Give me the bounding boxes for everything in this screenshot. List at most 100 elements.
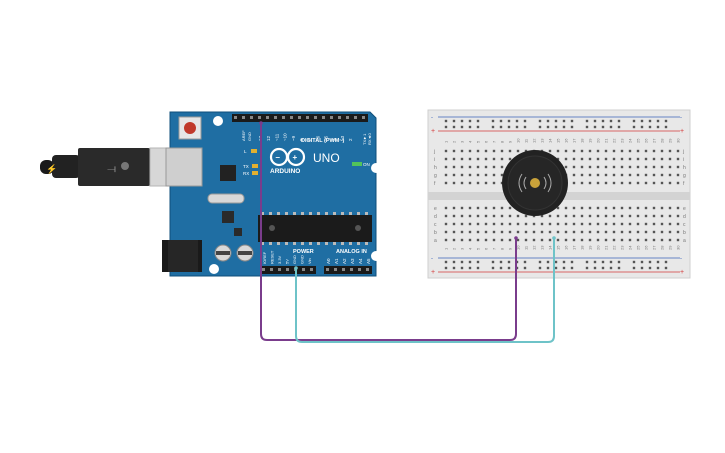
breadboard-hole[interactable]	[444, 173, 448, 177]
header-pin[interactable]	[278, 268, 281, 271]
breadboard-hole[interactable]	[648, 260, 652, 264]
breadboard-hole[interactable]	[564, 149, 568, 153]
breadboard-hole[interactable]	[540, 214, 544, 218]
breadboard-hole[interactable]	[664, 119, 668, 123]
breadboard-hole[interactable]	[492, 238, 496, 242]
breadboard-hole[interactable]	[668, 238, 672, 242]
header-pin[interactable]	[346, 116, 349, 119]
breadboard-hole[interactable]	[660, 214, 664, 218]
header-pin[interactable]	[362, 116, 365, 119]
breadboard-hole[interactable]	[580, 238, 584, 242]
breadboard-hole[interactable]	[492, 157, 496, 161]
breadboard-hole[interactable]	[601, 125, 605, 129]
header-pin[interactable]	[310, 268, 313, 271]
breadboard-hole[interactable]	[644, 173, 648, 177]
breadboard-hole[interactable]	[540, 238, 544, 242]
breadboard-hole[interactable]	[612, 214, 616, 218]
breadboard-hole[interactable]	[652, 181, 656, 185]
breadboard-hole[interactable]	[476, 266, 480, 270]
breadboard-hole[interactable]	[516, 238, 520, 242]
breadboard-hole[interactable]	[476, 222, 480, 226]
breadboard-hole[interactable]	[500, 238, 504, 242]
breadboard-hole[interactable]	[476, 230, 480, 234]
header-pin[interactable]	[338, 116, 341, 119]
breadboard-hole[interactable]	[468, 260, 472, 264]
breadboard-hole[interactable]	[460, 157, 464, 161]
breadboard-hole[interactable]	[460, 230, 464, 234]
breadboard-hole[interactable]	[556, 222, 560, 226]
header-pin[interactable]	[342, 268, 345, 271]
breadboard-hole[interactable]	[585, 125, 589, 129]
breadboard-hole[interactable]	[628, 149, 632, 153]
breadboard-hole[interactable]	[468, 173, 472, 177]
breadboard-hole[interactable]	[660, 165, 664, 169]
header-pin[interactable]	[270, 268, 273, 271]
breadboard-hole[interactable]	[468, 119, 472, 123]
breadboard-hole[interactable]	[468, 266, 472, 270]
header-pin[interactable]	[358, 268, 361, 271]
breadboard-hole[interactable]	[554, 266, 558, 270]
breadboard-hole[interactable]	[580, 214, 584, 218]
breadboard-hole[interactable]	[500, 222, 504, 226]
breadboard-hole[interactable]	[556, 157, 560, 161]
header-pin[interactable]	[286, 268, 289, 271]
breadboard-hole[interactable]	[660, 222, 664, 226]
breadboard-hole[interactable]	[500, 173, 504, 177]
breadboard-hole[interactable]	[580, 222, 584, 226]
breadboard-hole[interactable]	[636, 222, 640, 226]
breadboard-hole[interactable]	[452, 206, 456, 210]
breadboard-hole[interactable]	[538, 266, 542, 270]
breadboard-hole[interactable]	[596, 181, 600, 185]
breadboard-hole[interactable]	[564, 222, 568, 226]
breadboard-hole[interactable]	[492, 222, 496, 226]
breadboard-hole[interactable]	[644, 165, 648, 169]
breadboard-hole[interactable]	[660, 149, 664, 153]
breadboard-hole[interactable]	[516, 222, 520, 226]
breadboard-hole[interactable]	[580, 149, 584, 153]
breadboard-hole[interactable]	[556, 238, 560, 242]
breadboard-hole[interactable]	[491, 119, 495, 123]
breadboard-hole[interactable]	[468, 181, 472, 185]
breadboard-hole[interactable]	[562, 260, 566, 264]
header-pin[interactable]	[334, 268, 337, 271]
breadboard-hole[interactable]	[652, 173, 656, 177]
breadboard-hole[interactable]	[516, 230, 520, 234]
breadboard-hole[interactable]	[668, 149, 672, 153]
breadboard-hole[interactable]	[532, 238, 536, 242]
breadboard-hole[interactable]	[444, 266, 448, 270]
breadboard-hole[interactable]	[668, 206, 672, 210]
breadboard-hole[interactable]	[580, 230, 584, 234]
breadboard-hole[interactable]	[468, 238, 472, 242]
breadboard-hole[interactable]	[617, 266, 621, 270]
breadboard-hole[interactable]	[572, 206, 576, 210]
breadboard-hole[interactable]	[484, 230, 488, 234]
breadboard-hole[interactable]	[640, 119, 644, 123]
breadboard-hole[interactable]	[612, 149, 616, 153]
breadboard-hole[interactable]	[444, 222, 448, 226]
breadboard-hole[interactable]	[564, 230, 568, 234]
breadboard-hole[interactable]	[444, 181, 448, 185]
breadboard-hole[interactable]	[585, 260, 589, 264]
breadboard-hole[interactable]	[532, 230, 536, 234]
breadboard-hole[interactable]	[596, 238, 600, 242]
breadboard-hole[interactable]	[636, 214, 640, 218]
breadboard-hole[interactable]	[500, 157, 504, 161]
breadboard-hole[interactable]	[508, 230, 512, 234]
breadboard-hole[interactable]	[570, 119, 574, 123]
breadboard-hole[interactable]	[444, 214, 448, 218]
breadboard-hole[interactable]	[548, 230, 552, 234]
breadboard-hole[interactable]	[548, 222, 552, 226]
header-pin[interactable]	[290, 116, 293, 119]
breadboard-hole[interactable]	[500, 165, 504, 169]
breadboard-hole[interactable]	[604, 214, 608, 218]
piezo-buzzer[interactable]	[502, 150, 568, 216]
breadboard-hole[interactable]	[572, 214, 576, 218]
breadboard-hole[interactable]	[460, 181, 464, 185]
breadboard-hole[interactable]	[656, 260, 660, 264]
breadboard-hole[interactable]	[644, 238, 648, 242]
breadboard-hole[interactable]	[492, 165, 496, 169]
breadboard-hole[interactable]	[460, 222, 464, 226]
breadboard-hole[interactable]	[628, 222, 632, 226]
breadboard-hole[interactable]	[596, 157, 600, 161]
breadboard-hole[interactable]	[632, 125, 636, 129]
